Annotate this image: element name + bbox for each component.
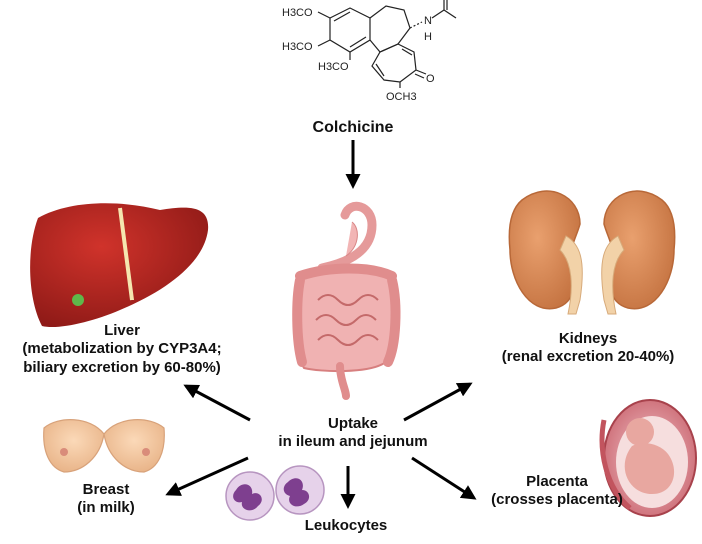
- kidneys-detail: (renal excretion 20-40%): [501, 348, 675, 366]
- arrow-to-placenta: [411, 456, 477, 500]
- arrow-to-liver: [183, 384, 251, 422]
- methoxy-label-1: H3CO: [282, 7, 313, 19]
- placenta-label: Placenta (crosses placenta): [474, 473, 640, 510]
- intestine-icon: [292, 201, 401, 400]
- breast-icon: [43, 419, 165, 473]
- kidneys-icon: [508, 190, 676, 315]
- placenta-detail: (crosses placenta): [491, 491, 623, 509]
- uptake-title: Uptake: [327, 415, 379, 432]
- leukocytes-icon: [225, 465, 325, 521]
- uptake-label: Uptake in ileum and jejunum: [235, 415, 471, 452]
- amide-n-label: N: [424, 15, 432, 27]
- liver-icon: [30, 203, 209, 328]
- kidneys-label: Kidneys (renal excretion 20-40%): [476, 330, 700, 367]
- liver-label: Liver (metabolization by CYP3A4; biliary…: [2, 322, 242, 377]
- amide-h-label: H: [424, 31, 432, 43]
- placenta-title: Placenta: [526, 473, 588, 490]
- arrow-to-kidneys: [403, 382, 473, 422]
- methoxy-label-4: OCH3: [386, 91, 417, 103]
- breast-title: Breast: [82, 481, 130, 498]
- methoxy-label-3: H3CO: [318, 61, 349, 73]
- breast-label: Breast (in milk): [56, 481, 156, 518]
- liver-detail-1: (metabolization by CYP3A4;: [22, 340, 222, 358]
- breast-detail: (in milk): [77, 499, 135, 517]
- fetus-icon: [599, 399, 697, 517]
- carbonyl-o-label: O: [426, 73, 435, 85]
- uptake-detail: in ileum and jejunum: [278, 433, 428, 451]
- colchicine-structure-icon: [317, 0, 457, 88]
- leukocytes-label: Leukocytes: [304, 517, 388, 534]
- arrow-to-breast: [165, 456, 249, 496]
- colchicine-label: Colchicine: [312, 119, 394, 136]
- kidneys-title: Kidneys: [558, 330, 618, 347]
- liver-detail-2: biliary excretion by 60-80%): [23, 358, 221, 376]
- methoxy-label-2: H3CO: [282, 41, 313, 53]
- liver-title: Liver: [104, 322, 140, 339]
